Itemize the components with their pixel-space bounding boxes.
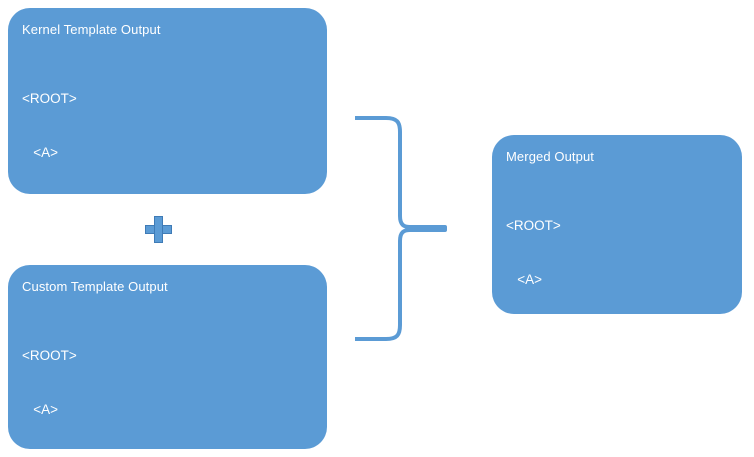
right-curly-brace-icon [355, 116, 447, 341]
merged-output-code: <ROOT> <A> <B id="1">Hello</B> </A> </RO… [506, 181, 652, 314]
custom-template-output-code: <ROOT> <A> <B id='2' merge:action='delet… [22, 311, 228, 449]
merged-output-panel: Merged Output <ROOT> <A> <B id="1">Hello… [492, 135, 742, 314]
code-line: <A> [22, 145, 59, 160]
kernel-template-output-code: <ROOT> <A> <B id='1'>Hello</B> <B id='2'… [22, 54, 168, 194]
code-line: <ROOT> [22, 91, 77, 106]
custom-template-output-panel: Custom Template Output <ROOT> <A> <B id=… [8, 265, 327, 449]
merged-output-title: Merged Output [506, 149, 595, 164]
kernel-template-output-panel: Kernel Template Output <ROOT> <A> <B id=… [8, 8, 327, 194]
code-line: <ROOT> [506, 218, 561, 233]
code-line: <ROOT> [22, 348, 77, 363]
code-line: <A> [22, 402, 59, 417]
brace-path [355, 116, 447, 341]
code-line: <A> [506, 272, 543, 287]
plus-icon [145, 216, 172, 243]
custom-template-output-title: Custom Template Output [22, 279, 168, 294]
plus-icon-center-fill [155, 226, 162, 233]
kernel-template-output-title: Kernel Template Output [22, 22, 161, 37]
